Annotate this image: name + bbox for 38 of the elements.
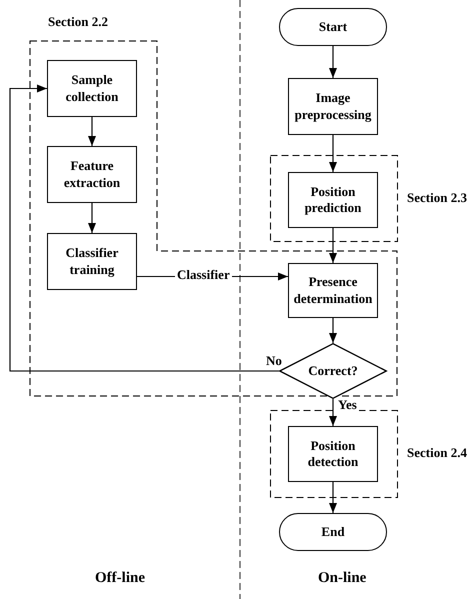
node-label: Position detection xyxy=(306,438,360,470)
section-region xyxy=(30,14,398,398)
node-label: Position prediction xyxy=(304,184,362,216)
process-box xyxy=(47,60,137,117)
edge-label: No xyxy=(264,354,284,368)
process-box xyxy=(288,263,378,318)
node-label: Correct? xyxy=(307,362,359,380)
node-label: Feature extraction xyxy=(62,158,122,191)
arrow xyxy=(329,135,337,172)
terminal-box xyxy=(279,513,387,551)
edge-label: Classifier xyxy=(175,268,232,282)
column-label: Off-line xyxy=(95,570,145,587)
node-label: Presence determination xyxy=(292,274,374,307)
process-box xyxy=(47,233,137,290)
process-box xyxy=(288,78,378,135)
arrow xyxy=(9,84,279,372)
column-label: On-line xyxy=(318,570,366,587)
node-label: End xyxy=(320,524,346,540)
arrow xyxy=(329,399,337,426)
arrow xyxy=(88,117,96,146)
arrow xyxy=(329,318,337,343)
arrow xyxy=(329,228,337,263)
arrow xyxy=(329,482,337,513)
node-label: Classifier training xyxy=(64,245,120,278)
section-heading: Section 2.2 xyxy=(48,14,108,30)
terminal-box xyxy=(279,8,387,46)
node-label: Sample collection xyxy=(64,72,120,105)
node-label: Start xyxy=(318,18,348,36)
arrow xyxy=(88,203,96,233)
node-label: Image preprocessing xyxy=(294,90,372,123)
section-region xyxy=(270,410,470,498)
process-box xyxy=(288,426,378,482)
section-heading: Section 2.3 xyxy=(407,190,467,206)
process-box xyxy=(47,146,137,203)
edge-label: Yes xyxy=(336,398,359,412)
process-box xyxy=(288,172,378,228)
section-heading: Section 2.4 xyxy=(407,445,467,462)
arrow xyxy=(329,46,337,78)
